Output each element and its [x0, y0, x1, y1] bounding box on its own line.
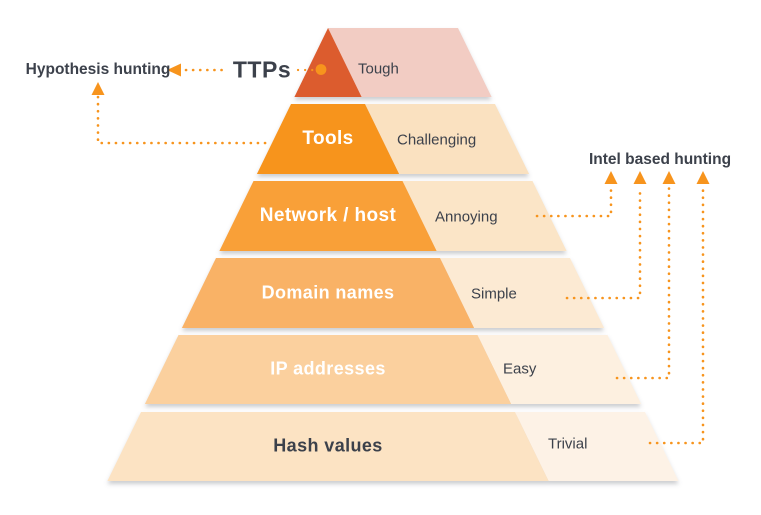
level-domain-names-extension: [440, 258, 605, 328]
level-label-network-host: Network / host: [259, 205, 397, 226]
level-label-hash-values: Hash values: [273, 435, 383, 456]
level-network-host-extension: [402, 181, 567, 251]
up-arrowhead-4-icon: [696, 171, 710, 184]
level-hash-values-extension: [515, 412, 679, 481]
level-ttps-shape: [294, 28, 362, 97]
level-label-ip-addresses: IP addresses: [270, 358, 386, 379]
difficulty-label-annoying: Annoying: [435, 208, 498, 226]
trivial-to-intel-dotted-line: [648, 186, 705, 445]
tools-to-hypothesis-dotted-line: [96, 95, 272, 145]
difficulty-label-simple: Simple: [471, 285, 517, 303]
up-arrowhead-1-icon: [604, 171, 618, 184]
up-arrowhead-3-icon: [662, 171, 676, 184]
difficulty-label-trivial: Trivial: [548, 435, 588, 453]
level-domain-names-shape: [181, 258, 475, 328]
level-label-tools: Tools: [302, 128, 354, 149]
up-arrowhead-2-icon: [633, 171, 647, 184]
level-tools-extension: [365, 104, 530, 174]
difficulty-label-tough: Tough: [358, 60, 399, 78]
level-ip-addresses-shape: [144, 335, 512, 404]
level-network-host-shape: [219, 181, 437, 251]
level-tools-group: [256, 104, 530, 174]
annoying-to-intel-dotted-line: [535, 186, 613, 218]
hypothesis-hunting-label: Hypothesis hunting: [25, 61, 171, 78]
intel-based-hunting-label: Intel based hunting: [588, 151, 732, 168]
level-ttps-group: [294, 28, 492, 97]
level-ip-addresses-extension: [477, 335, 642, 404]
ttps-connector-dot: [315, 64, 327, 75]
difficulty-label-challenging: Challenging: [397, 131, 477, 149]
level-hash-values-group: [107, 412, 679, 481]
level-ip-addresses-group: [144, 335, 642, 404]
easy-to-intel-dotted-line: [615, 186, 671, 380]
level-network-host-group: [219, 181, 567, 251]
level-ttps-extension: [328, 28, 492, 97]
level-tools-shape: [256, 104, 400, 174]
up-arrowhead-left-icon: [91, 82, 105, 95]
level-domain-names-group: [181, 258, 605, 328]
difficulty-label-easy: Easy: [503, 360, 537, 378]
level-hash-values-shape: [107, 412, 549, 481]
level-label-ttps: TTPs: [232, 56, 292, 83]
left-arrowhead-icon: [167, 63, 181, 77]
level-label-domain-names: Domain names: [261, 282, 395, 303]
